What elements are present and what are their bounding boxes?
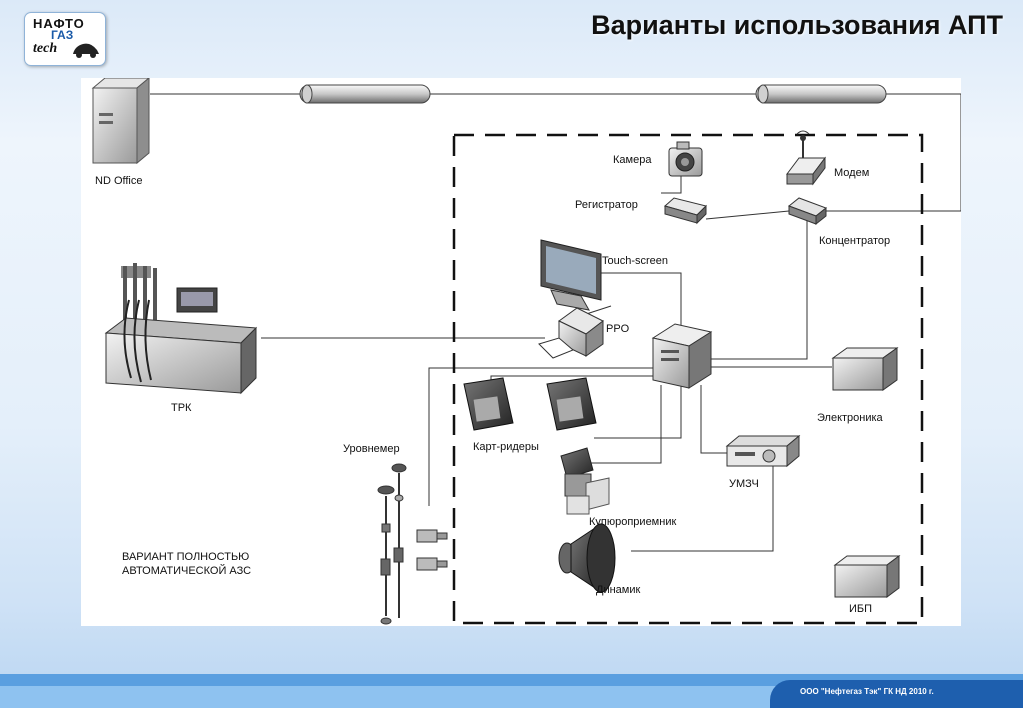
- company-logo: НАФТО ГАЗ tech: [24, 12, 106, 66]
- card-reader-icon-2: [546, 377, 597, 431]
- connection-lines: [150, 93, 962, 552]
- variant-caption-line2: АВТОМАТИЧЕСКОЙ АЗС: [122, 564, 251, 577]
- camera-label: Камера: [613, 154, 652, 166]
- concentrator-icon: [787, 197, 828, 226]
- amplifier-icon: [725, 434, 801, 468]
- variant-caption-line1: ВАРИАНТ ПОЛНОСТЬЮ: [122, 551, 249, 563]
- modem-label: Модем: [834, 167, 869, 179]
- registrator-label: Регистратор: [575, 199, 638, 211]
- ppo-label: PPO: [606, 323, 630, 335]
- card-readers-label: Карт-ридеры: [473, 441, 539, 453]
- ups-box-icon: [833, 555, 901, 598]
- fuel-dispenser-icon: [104, 263, 258, 395]
- station-boundary: [452, 133, 924, 625]
- bill-acceptor-icon: [560, 447, 610, 515]
- card-reader-icon-1: [463, 377, 514, 431]
- speaker-label: Динамик: [596, 584, 640, 596]
- footer-tab: [770, 680, 1023, 708]
- modem-icon: [786, 130, 826, 186]
- ppo-printer-icon: [538, 307, 604, 359]
- station-diagram: ND Office Камера Регистратор Модем Конце…: [91, 76, 962, 625]
- diagram-canvas: ND Office Камера Регистратор Модем Конце…: [81, 76, 962, 626]
- logo-text-line3: tech: [33, 41, 58, 56]
- logo-text-line2: ГАЗ: [51, 28, 74, 42]
- amplifier-label: УМЗЧ: [729, 478, 759, 490]
- logo-text-line1: НАФТО: [33, 16, 85, 31]
- page-title: Варианты использования АПТ: [591, 10, 1003, 40]
- central-computer-icon: [651, 323, 713, 389]
- trk-label: ТРК: [171, 402, 192, 414]
- ups-label: ИБП: [849, 603, 872, 615]
- touch-screen-label: Touch-screen: [602, 255, 668, 267]
- footer-copyright: ООО "Нефтегаз Тэк" ГК НД 2010 г.: [800, 687, 934, 696]
- pipe-segment-right: [755, 84, 887, 104]
- level-converter-icon-1: [416, 529, 448, 543]
- footer-band: [0, 674, 1023, 686]
- pipe-segment-left: [299, 84, 431, 104]
- touch-screen-icon: [540, 239, 602, 311]
- nd-office-server-icon: [91, 76, 151, 165]
- concentrator-label: Концентратор: [819, 235, 890, 247]
- bill-acceptor-label: Купюроприемник: [589, 516, 676, 528]
- level-converter-icon-2: [416, 557, 448, 571]
- level-meter-icon: [377, 463, 407, 625]
- electronics-box-icon: [831, 347, 899, 391]
- nd-office-label: ND Office: [95, 175, 142, 187]
- registrator-icon: [663, 197, 707, 225]
- electronics-label: Электроника: [817, 412, 884, 424]
- footer-background: [0, 686, 1023, 708]
- camera-icon: [668, 141, 703, 177]
- car-icon: [73, 43, 99, 58]
- speaker-icon: [558, 523, 616, 593]
- level-meter-label: Уровнемер: [343, 443, 400, 455]
